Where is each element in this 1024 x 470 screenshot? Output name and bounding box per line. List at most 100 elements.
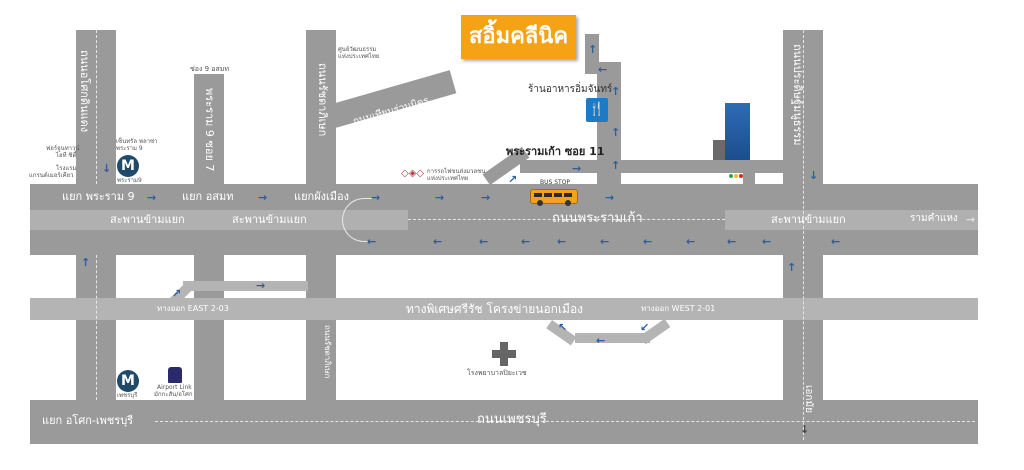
arrow-up-right-icon: ↗ bbox=[172, 287, 182, 300]
hospital-icon bbox=[492, 342, 516, 366]
intersection-rama9: แยก พระราม 9 bbox=[62, 190, 135, 203]
arrow-down-left-icon: ↙ bbox=[640, 321, 650, 334]
arrow-up-icon: ↑ bbox=[611, 159, 621, 172]
arrow-left-icon: ← bbox=[367, 235, 377, 248]
road-label-ratchadaphisek-lower: ถนนรัชดาภิเษก bbox=[323, 325, 332, 379]
center-line bbox=[408, 219, 725, 220]
expressway-label: ทางพิเศษศรีรัช โครงข่ายนอกเมือง bbox=[406, 302, 584, 316]
bridge-label-left-2: สะพานข้ามแยก bbox=[232, 213, 307, 226]
arrow-left-icon: ← bbox=[596, 334, 606, 347]
landmark-channel9: ช่อง 9 อสมท bbox=[190, 65, 229, 73]
intersection-asok-petchaburi: แยก อโศก-เพชรบุรี bbox=[42, 414, 134, 427]
road-rama9-soi7 bbox=[194, 74, 224, 440]
arrow-right-icon: → bbox=[435, 191, 445, 204]
metro-rama9-icon: M bbox=[117, 155, 139, 177]
expressway-west-loop bbox=[575, 333, 650, 343]
arrow-left-icon: ← bbox=[831, 235, 841, 248]
arrow-left-icon: ← bbox=[686, 235, 696, 248]
arrow-right-icon: → bbox=[256, 279, 266, 292]
arrow-left-icon: ← bbox=[600, 235, 610, 248]
arrow-right-icon: → bbox=[605, 191, 615, 204]
road-label-rama9-soi7: พระราม 9 ซอย 7 bbox=[203, 88, 216, 172]
arrow-up-icon: ↑ bbox=[81, 256, 91, 269]
center-line bbox=[803, 30, 804, 440]
landmark-central-2: พระราม 9 bbox=[116, 145, 143, 152]
arrow-up-left-icon: ↖ bbox=[558, 321, 568, 334]
landmark-fortune-1: ฟอร์จูนทาวน์ bbox=[46, 145, 80, 152]
arrow-right-icon: → bbox=[481, 191, 491, 204]
road-tower-access bbox=[743, 172, 755, 186]
arrow-up-icon: ↑ bbox=[611, 85, 621, 98]
road-label-rama9-soi11: พระรามเก้า ซอย 11 bbox=[506, 145, 605, 158]
arrow-up-right-icon: ↗ bbox=[508, 173, 518, 186]
landmark-hospital: โรงพยาบาลปิยะเวช bbox=[467, 369, 527, 377]
road-label-ratchadaphisek: ถนนรัชดาภิเษก bbox=[316, 63, 329, 137]
arrow-right-icon: → bbox=[258, 191, 268, 204]
arrow-left-icon: ← bbox=[521, 235, 531, 248]
arrow-down-icon: ↓ bbox=[809, 169, 819, 182]
road-label-rama9-main: ถนนพระรามเก้า bbox=[552, 211, 643, 226]
landmark-airport-link-1: Airport Link bbox=[157, 384, 192, 391]
center-line bbox=[96, 255, 97, 400]
arrow-left-icon: ← bbox=[433, 235, 443, 248]
landmark-airport-link-2: มักกะสัน/อโศก bbox=[154, 391, 193, 398]
arrow-right-icon: → bbox=[966, 213, 976, 226]
road-soi11-bend bbox=[585, 62, 621, 74]
expressway-sirat bbox=[30, 298, 978, 320]
tower-building-icon bbox=[725, 103, 750, 160]
landmark-mrt-rama9: พระราม9 bbox=[117, 177, 142, 184]
arrow-left-icon: ← bbox=[598, 63, 608, 76]
landmark-srt-1: การรถไฟขนส่งมวลชน bbox=[427, 168, 486, 175]
arrow-right-icon: → bbox=[371, 191, 381, 204]
arrow-down-icon: ↓ bbox=[102, 162, 112, 175]
landmark-srt-2: แห่งประเทศไทย bbox=[427, 175, 469, 182]
road-soi11-horizontal bbox=[520, 160, 783, 173]
road-petchaburi bbox=[30, 400, 978, 444]
arrow-left-icon: ← bbox=[762, 235, 772, 248]
landmark-hotel-2: แกรนด์เมอร์เคียว bbox=[29, 172, 74, 179]
intersection-asok: แยก อสมท bbox=[182, 190, 234, 203]
metro-petchaburi-icon: M bbox=[117, 370, 139, 392]
bus-icon bbox=[530, 189, 578, 206]
arrow-left-icon: ← bbox=[727, 235, 737, 248]
road-label-ekkamai: เอกมัย bbox=[803, 385, 814, 413]
center-line bbox=[96, 30, 97, 184]
arrow-up-icon: ↑ bbox=[588, 43, 598, 56]
exit-west-label: ทางออก WEST 2-01 bbox=[641, 304, 716, 313]
road-label-petchaburi: ถนนเพชรบุรี bbox=[477, 412, 547, 427]
bus-stop-label: BUS STOP bbox=[540, 179, 571, 186]
traffic-light-yellow-icon bbox=[734, 174, 738, 178]
airport-link-train-icon bbox=[168, 367, 182, 383]
restaurant-icon: 🍴 bbox=[586, 98, 608, 122]
traffic-light-green-icon bbox=[729, 174, 733, 178]
arrow-left-icon: ← bbox=[479, 235, 489, 248]
bridge-label-right: สะพานข้ามแยก bbox=[771, 213, 846, 226]
landmark-restaurant: ร้านอาหารอิ่มจันทร์ bbox=[528, 84, 613, 95]
landmark-central-1: เซ็นทรัล พลาซ่า bbox=[116, 138, 158, 145]
arrow-down-icon: ↓ bbox=[800, 423, 810, 436]
arrow-left-icon: ← bbox=[557, 235, 567, 248]
arrow-right-icon: → bbox=[147, 191, 157, 204]
center-line bbox=[155, 421, 975, 422]
clinic-title-badge: สอิ้มคลีนิค bbox=[461, 15, 576, 59]
road-label-asok-din-daeng: ถนนอโศกดินแดง bbox=[78, 50, 91, 133]
landmark-mrt-petchaburi: เพชรบุรี bbox=[117, 392, 138, 399]
arrow-right-icon: → bbox=[572, 162, 582, 175]
intersection-din-daeng: แยกผังเมือง bbox=[294, 190, 349, 203]
road-thiam-ruam-mit bbox=[326, 70, 457, 129]
landmark-cultural-center-2: แห่งประเทศไทย bbox=[338, 53, 380, 60]
expressway-east-ramp bbox=[183, 281, 308, 291]
arrow-left-icon: ← bbox=[643, 235, 653, 248]
arrow-up-icon: ↑ bbox=[611, 126, 621, 139]
bridge-label-left-1: สะพานข้ามแยก bbox=[110, 213, 185, 226]
srt-logo-icon: ◇◈◇ bbox=[401, 168, 425, 179]
road-label-ramkhamhaeng: รามคำแหง bbox=[910, 213, 958, 224]
exit-east-label: ทางออก EAST 2-03 bbox=[157, 304, 229, 313]
traffic-light-red-icon bbox=[739, 174, 743, 178]
landmark-hotel-1: โรงแรม bbox=[56, 165, 77, 172]
landmark-cultural-center-1: ศูนย์วัฒนธรรม bbox=[338, 46, 377, 53]
bridge-left bbox=[30, 210, 408, 230]
arrow-up-icon: ↑ bbox=[787, 261, 797, 274]
landmark-fortune-2: ไอที ซิตี้ bbox=[56, 152, 77, 159]
